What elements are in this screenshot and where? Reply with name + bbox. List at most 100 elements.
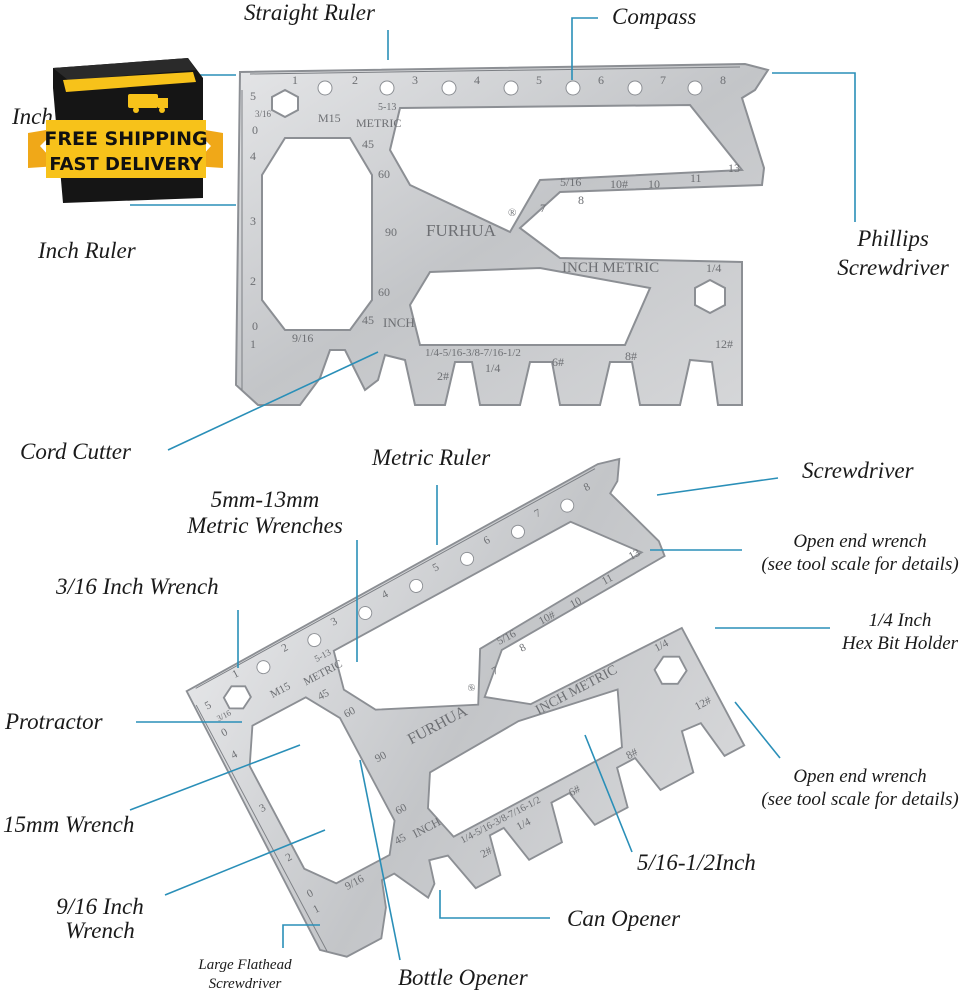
label-hex-bit-holder: 1/4 Inch Hex Bit Holder <box>825 611 975 654</box>
engraved-inch-metric: INCH METRIC <box>562 260 659 276</box>
engraved-size: INCH <box>383 315 415 330</box>
label-line: Screwdriver <box>837 255 949 281</box>
engraved-size: 1/4 <box>485 361 500 375</box>
engraved-size: 0 <box>219 726 230 739</box>
ruler-number: 8 <box>582 481 593 494</box>
ruler-ticks <box>241 66 741 390</box>
ruler-number: 5 <box>250 89 256 103</box>
label-compass: Compass <box>612 4 697 29</box>
label-open-end-wrench-2: Open end wrench (see tool scale for deta… <box>744 767 976 810</box>
ruler-number: 3 <box>329 615 340 628</box>
label-line: Metric Wrenches <box>187 513 343 539</box>
ruler-number: 7 <box>660 73 666 87</box>
engraved-size: 7 <box>490 664 501 677</box>
engraved-size: M15 <box>318 111 341 125</box>
ruler-number: 1 <box>230 668 241 681</box>
label-protractor: Protractor <box>5 709 103 734</box>
ruler-number: 8 <box>720 73 726 87</box>
label-line: Phillips <box>857 226 929 251</box>
label-line: 1/4 Inch <box>868 610 932 631</box>
engraved-brand: FURHUA <box>426 221 497 240</box>
ruler-number: 3 <box>250 214 256 228</box>
ruler-number: 4 <box>250 149 256 163</box>
engraved-size: 11 <box>690 171 702 185</box>
ruler-holes <box>256 498 575 675</box>
label-metric-ruler: Metric Ruler <box>372 445 491 470</box>
label-3-16-wrench: 3/16 Inch Wrench <box>56 574 219 599</box>
engraved-size: 6# <box>552 355 564 369</box>
ruler-number: 1 <box>311 903 322 916</box>
engraved-size: 1/4 <box>706 261 721 275</box>
label-line: Large Flathead <box>198 957 292 973</box>
engraved-size: 0 <box>305 887 316 900</box>
ruler-ticks <box>195 468 596 952</box>
label-5-16-1-2-inch: 5/16-1/2Inch <box>637 850 756 875</box>
engraved-size: 5-13 <box>378 102 396 113</box>
label-cord-cutter: Cord Cutter <box>20 439 131 464</box>
badge-line-2: FAST DELIVERY <box>49 154 203 175</box>
label-inch-ruler: Inch Ruler <box>38 238 136 263</box>
engraved-size: 45 <box>362 313 374 327</box>
label-straight-ruler: Straight Ruler <box>244 0 375 25</box>
label-phillips-screwdriver: Phillips Screwdriver <box>808 226 978 281</box>
engraved-size: 12# <box>715 337 733 351</box>
label-line: Wrench <box>65 918 135 944</box>
engraved-size: 90 <box>385 225 397 239</box>
multitool-card-front: 1 2 3 4 5 6 7 8 5 4 3 2 1 0 45 60 90 60 … <box>234 62 770 406</box>
engraved-size: 60 <box>378 167 390 181</box>
ruler-number: 6 <box>598 73 604 87</box>
leader-lines <box>120 17 856 961</box>
label-line: 5mm-13mm <box>210 487 320 512</box>
engraved-registered: ® <box>466 682 478 695</box>
truck-icon <box>128 94 168 113</box>
label-line: Open end wrench <box>793 531 927 552</box>
free-shipping-badge: FREE SHIPPING FAST DELIVERY <box>28 58 223 203</box>
ruler-number: 4 <box>380 588 391 601</box>
engraved-registered: ® <box>508 207 516 219</box>
label-line: Screwdriver <box>208 975 282 992</box>
ruler-number: 4 <box>474 73 480 87</box>
engraved-size: 7 <box>540 201 546 215</box>
engraved-size: 10 <box>648 177 660 191</box>
ruler-holes <box>317 80 703 96</box>
ruler-number: 1 <box>292 73 298 87</box>
engraved-size: 11 <box>600 572 615 588</box>
card-body <box>234 62 770 406</box>
label-bottle-opener: Bottle Opener <box>398 965 528 990</box>
engraved-size: 0 <box>252 319 258 333</box>
label-large-flathead: Large Flathead Screwdriver <box>170 957 320 993</box>
engraved-size: 8# <box>625 349 637 363</box>
label-line: (see tool scale for details) <box>761 788 959 810</box>
label-screwdriver: Screwdriver <box>802 458 914 483</box>
ruler-number: 2 <box>352 73 358 87</box>
engraved-size: 10# <box>610 177 628 191</box>
label-can-opener: Can Opener <box>567 906 681 931</box>
ruler-number: 5 <box>203 699 214 712</box>
ruler-number: 2 <box>250 274 256 288</box>
label-line: (see tool scale for details) <box>761 553 959 575</box>
label-line: Hex Bit Holder <box>841 632 959 654</box>
label-line: Open end wrench <box>793 766 927 787</box>
engraved-size: 2# <box>437 369 449 383</box>
label-metric-wrenches: 5mm-13mm Metric Wrenches <box>150 487 380 539</box>
label-9-16-wrench: 9/16 Inch Wrench <box>30 894 170 944</box>
engraved-size: 8 <box>578 193 584 207</box>
engraved-size: METRIC <box>356 116 401 130</box>
badge-line-1: FREE SHIPPING <box>44 128 207 150</box>
engraved-size: 8 <box>518 641 529 654</box>
ruler-number: 5 <box>536 73 542 87</box>
ruler-number: 5 <box>431 561 442 574</box>
ruler-number: 4 <box>229 748 240 761</box>
ruler-number: 7 <box>533 507 544 520</box>
engraved-size: 3/16 <box>255 109 272 119</box>
engraved-size: 9/16 <box>292 331 313 345</box>
label-open-end-wrench-1: Open end wrench (see tool scale for deta… <box>744 532 976 575</box>
engraved-size: 5/16 <box>560 175 581 189</box>
label-line: 9/16 Inch <box>56 894 144 919</box>
ruler-number: 6 <box>482 534 493 547</box>
card-body <box>185 457 746 958</box>
engraved-size: 13 <box>728 161 740 175</box>
ruler-number: 1 <box>250 337 256 351</box>
